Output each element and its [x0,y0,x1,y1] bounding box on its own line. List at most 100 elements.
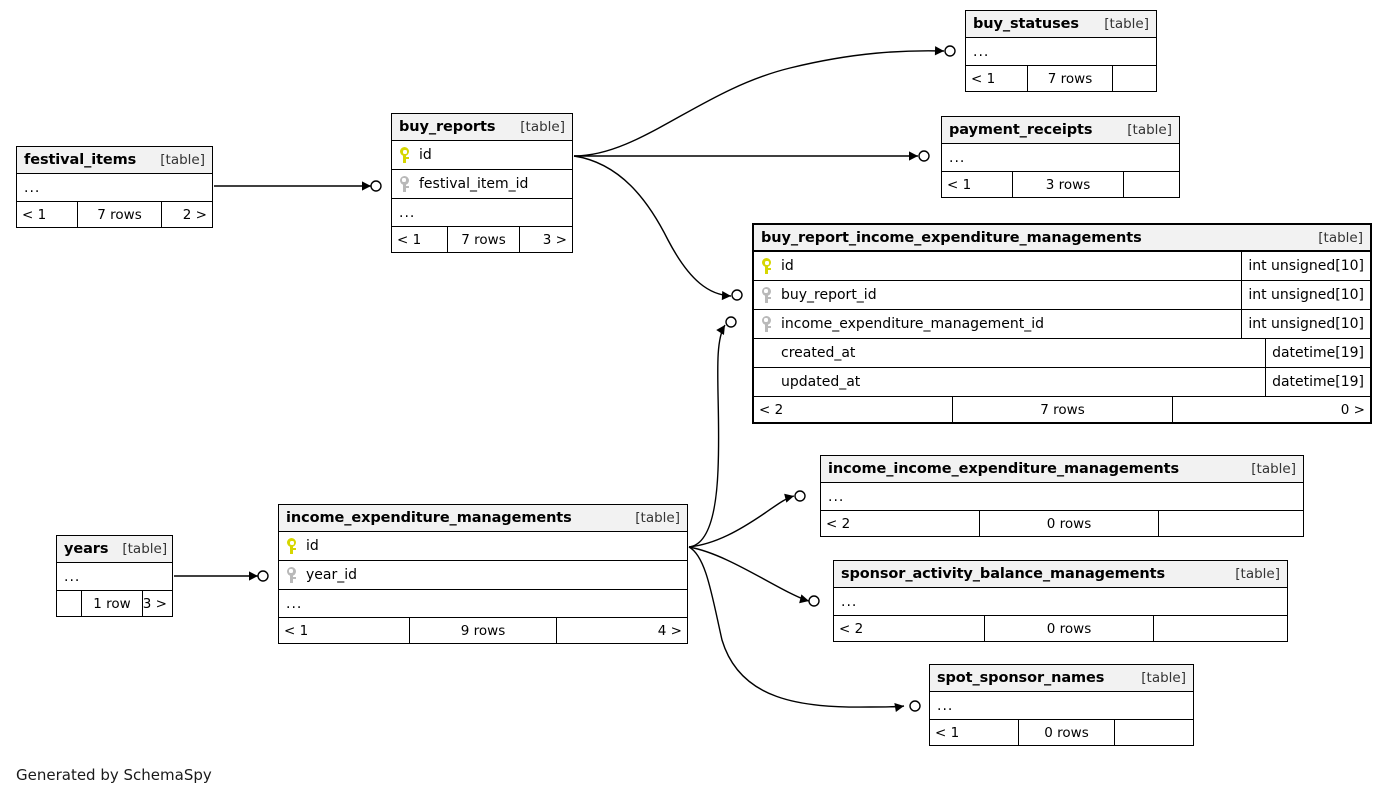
foreign-key-icon [761,287,772,303]
edge-buy_reports-buy_report_iem [573,155,732,301]
table-title: sponsor_activity_balance_managements [841,566,1165,582]
table-columns: ... [930,692,1193,720]
table-type-tag: [table] [635,510,680,526]
column-name-cell: id [754,258,1241,274]
row-count: 0 rows [984,616,1154,641]
more-columns-ellipsis: ... [942,144,1179,172]
table-title: buy_report_income_expenditure_management… [761,229,1142,246]
table-title: spot_sponsor_names [937,670,1105,686]
column-datatype: int unsigned[10] [1241,281,1370,309]
table-header-spot_sponsor_names: spot_sponsor_names [table] [930,665,1193,692]
table-title: festival_items [24,152,137,168]
column-name-cell: income_expenditure_management_id [754,316,1241,332]
child-relationship-count: 3 > [143,595,167,612]
foreign-key-icon [286,567,297,583]
table-footer: < 1 3 rows [942,172,1179,197]
column-datatype: datetime[19] [1265,368,1370,396]
row-count: 0 rows [979,511,1159,536]
table-type-tag: [table] [520,119,565,135]
parent-relationship-count: < 1 [22,206,47,223]
row-count: 7 rows [1027,66,1113,91]
more-columns-ellipsis: ... [279,590,687,618]
table-title: years [64,541,109,557]
table-columns: ... [834,588,1287,616]
table-header-sponsor_activity_balance_managements: sponsor_activity_balance_managements [tab… [834,561,1287,588]
table-income_income_expenditure_managements[interactable]: income_income_expenditure_managements[ta… [820,455,1304,537]
column-label: festival_item_id [419,176,529,192]
row-count: 0 rows [1018,720,1115,745]
table-type-tag: [table] [1104,16,1149,32]
edge-endpoint-circle [725,316,737,328]
column-name-cell: updated_at [754,374,1265,390]
parent-relationship-count: < 2 [759,401,784,418]
parent-relationship-count [57,591,81,616]
row-count: 3 rows [1012,172,1124,197]
parent-relationship-count: < 1 [947,176,972,193]
table-type-tag: [table] [1318,229,1363,246]
column-row[interactable]: festival_item_id [392,170,572,199]
parent-relationship-count: < 1 [397,231,422,248]
table-title: buy_reports [399,119,496,135]
table-columns: ... [821,483,1303,511]
more-columns-ellipsis: ... [821,483,1303,511]
child-relationship-count: 4 > [657,622,682,639]
more-columns-ellipsis: ... [930,692,1193,720]
column-label: id [781,258,794,274]
table-header-buy_statuses: buy_statuses [table] [966,11,1156,38]
column-name-cell: festival_item_id [392,176,572,192]
edge-iem-income_iem [688,493,795,548]
table-type-tag: [table] [1127,122,1172,138]
column-label: created_at [781,345,856,361]
table-title: buy_statuses [973,16,1079,32]
column-name-cell: year_id [279,567,687,583]
child-relationship-count: 0 > [1340,401,1365,418]
table-type-tag: [table] [1141,670,1186,686]
row-count: 7 rows [77,202,162,227]
table-type-tag: [table] [1235,566,1280,582]
table-header-years: years [table] [57,536,172,563]
edge-iem-buy_report_iem [688,324,726,548]
table-buy_report_income_expenditure_managements[interactable]: buy_report_income_expenditure_management… [752,223,1372,424]
table-type-tag: [table] [1251,461,1296,477]
primary-key-icon [286,538,297,554]
table-title: payment_receipts [949,122,1093,138]
table-columns: ... [17,174,212,202]
column-name-cell: buy_report_id [754,287,1241,303]
table-sponsor_activity_balance_managements[interactable]: sponsor_activity_balance_managements [tab… [833,560,1288,642]
column-label: income_expenditure_management_id [781,316,1045,332]
column-row[interactable]: created_at datetime[19] [754,339,1370,368]
table-payment_receipts[interactable]: payment_receipts [table]... < 1 3 rows [941,116,1180,198]
column-name-cell: id [279,538,687,554]
column-row[interactable]: id [392,141,572,170]
table-type-tag: [table] [122,541,168,557]
column-label: id [419,147,432,163]
column-datatype: datetime[19] [1265,339,1370,367]
edge-endpoint-circle [370,180,382,192]
more-columns-ellipsis: ... [966,38,1156,66]
schemaspy-credit: Generated by SchemaSpy [16,766,212,784]
edge-endpoint-circle [808,595,820,607]
edge-endpoint-circle [731,289,743,301]
more-columns-ellipsis: ... [17,174,212,202]
column-row[interactable]: year_id [279,561,687,590]
child-relationship-count [1154,616,1287,641]
column-row[interactable]: id [279,532,687,561]
